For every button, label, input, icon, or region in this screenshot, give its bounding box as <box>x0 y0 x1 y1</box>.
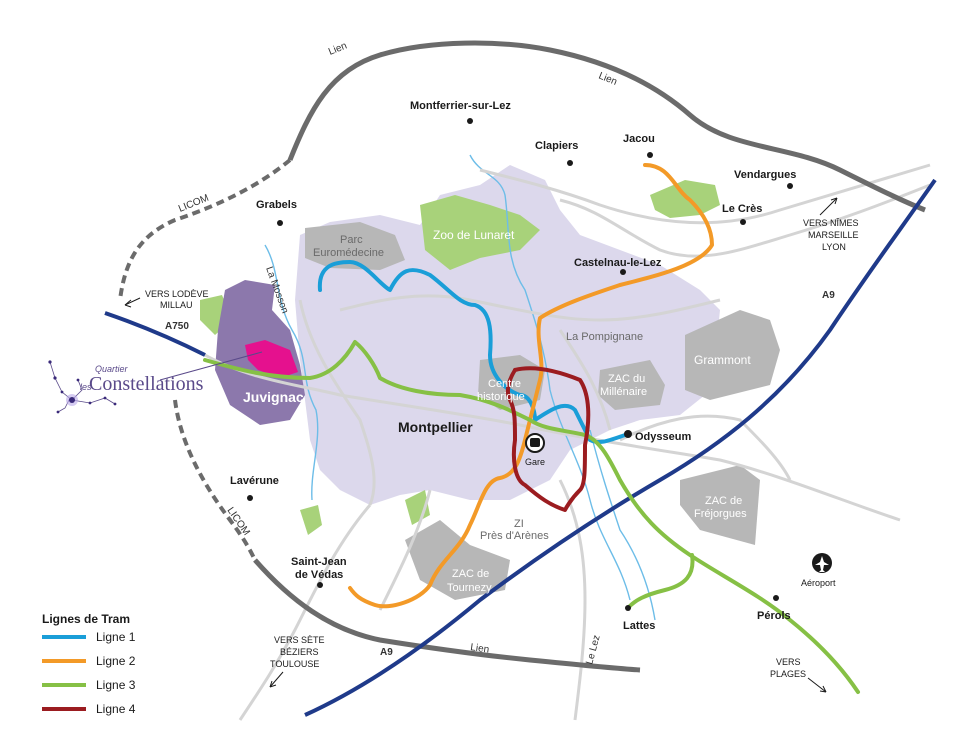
label-zac-frej-2: Fréjorgues <box>694 508 747 520</box>
label-centre-2: historique <box>477 391 525 403</box>
label-gare: Gare <box>525 457 545 467</box>
label-juvignac: Juvignac <box>243 389 304 405</box>
town-dots <box>247 118 793 611</box>
airport-icon <box>812 553 832 573</box>
label-vendargues: Vendargues <box>734 169 796 181</box>
label-zi-2: Près d'Arènes <box>480 530 549 542</box>
label-zac-frej-1: ZAC de <box>705 495 742 507</box>
label-nimes-2: MARSEILLE <box>808 230 859 240</box>
label-laverune: Lavérune <box>230 475 279 487</box>
label-zac-mill-1: ZAC du <box>608 373 645 385</box>
label-sete-2: BÉZIERS <box>280 647 319 657</box>
gare-marker <box>525 433 545 453</box>
logo-quartier: Quartier <box>95 364 129 374</box>
label-le-cres: Le Crès <box>722 203 762 215</box>
highways <box>104 178 937 717</box>
label-clapiers: Clapiers <box>535 140 578 152</box>
label-lien-2: Lien <box>597 71 619 88</box>
label-lattes: Lattes <box>623 620 655 632</box>
label-le-lez: Le Lez <box>584 634 602 666</box>
label-a9-1: A9 <box>380 647 393 658</box>
rivers <box>264 154 656 621</box>
urban-area <box>295 165 720 505</box>
zone-labels: Parc Euromédecine Zoo de Lunaret La Pomp… <box>313 228 751 594</box>
label-nimes-3: LYON <box>822 242 846 252</box>
label-lodeve-1: VERS LODÈVE <box>145 289 209 299</box>
town-labels: Montferrier-sur-Lez Clapiers Jacou Venda… <box>230 100 836 632</box>
constellations-area <box>245 340 298 378</box>
label-pompignane: La Pompignane <box>566 331 643 343</box>
legend-ligne-4: Ligne 4 <box>96 702 136 716</box>
tram-ligne-3 <box>203 340 860 694</box>
legend-ligne-3: Ligne 3 <box>96 678 136 692</box>
label-grammont: Grammont <box>694 353 751 367</box>
label-sete-3: TOULOUSE <box>270 659 319 669</box>
label-jacou: Jacou <box>623 133 655 145</box>
label-aeroport: Aéroport <box>801 578 836 588</box>
label-sete-1: VERS SÈTE <box>274 635 325 645</box>
grey-zones <box>305 222 780 600</box>
legend-ligne-2: Ligne 2 <box>96 654 136 668</box>
logo-constellations: Constellations <box>89 373 204 395</box>
label-zoo: Zoo de Lunaret <box>433 228 515 242</box>
tram-ligne-1 <box>317 260 630 445</box>
label-zac-mill-2: Millénaire <box>600 386 647 398</box>
label-perols: Pérols <box>757 610 791 622</box>
label-a750: A750 <box>165 321 189 332</box>
tram-ligne-2 <box>348 163 714 609</box>
lien-road <box>253 40 926 673</box>
legend: Lignes de Tram Ligne 1 Ligne 2 Ligne 3 L… <box>42 612 136 716</box>
label-zac-tour-1: ZAC de <box>452 568 489 580</box>
constellations-logo: Quartier les Constellations <box>48 351 263 414</box>
label-zi-1: ZI <box>514 518 524 530</box>
logo-les: les <box>80 382 92 392</box>
label-centre-1: Centre <box>488 378 521 390</box>
direction-labels: VERS LODÈVE MILLAU VERS NÎMES MARSEILLE … <box>145 218 859 679</box>
label-parc-2: Euromédecine <box>313 247 384 259</box>
label-lien-1: Lien <box>327 41 349 58</box>
label-montferrier: Montferrier-sur-Lez <box>410 100 511 112</box>
tram-ligne-3-branch <box>626 553 695 610</box>
label-lien-3: Lien <box>470 642 490 656</box>
label-plages-2: PLAGES <box>770 669 806 679</box>
roads <box>204 163 931 721</box>
licom-road <box>118 158 292 561</box>
label-a9-2: A9 <box>822 290 835 301</box>
label-montpellier: Montpellier <box>398 419 473 435</box>
label-parc-1: Parc <box>340 234 363 246</box>
label-saint-jean-2: de Védas <box>295 569 343 581</box>
label-saint-jean-1: Saint-Jean <box>291 556 347 568</box>
label-castelnau: Castelnau-le-Lez <box>574 257 662 269</box>
legend-ligne-1: Ligne 1 <box>96 630 136 644</box>
label-odysseum: Odysseum <box>635 431 691 443</box>
label-plages-1: VERS <box>776 657 801 667</box>
label-zac-tour-2: Tournezy <box>447 582 492 594</box>
tram-ligne-4 <box>505 366 591 512</box>
direction-arrows <box>124 197 838 693</box>
label-grabels: Grabels <box>256 199 297 211</box>
legend-title: Lignes de Tram <box>42 612 130 626</box>
tram-lines <box>203 163 860 694</box>
label-nimes-1: VERS NÎMES <box>803 218 859 228</box>
label-lodeve-2: MILLAU <box>160 300 193 310</box>
